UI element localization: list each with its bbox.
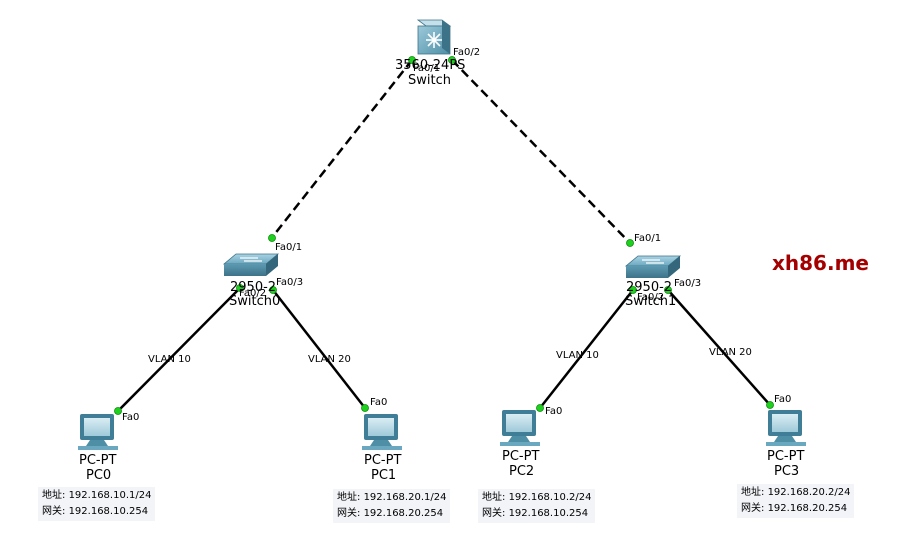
- pc3-ip-note: 地址: 192.168.20.2/24 网关: 192.168.20.254: [737, 484, 855, 518]
- gateway-address: 192.168.20.254: [767, 503, 848, 514]
- pc2-node[interactable]: PC-PT PC2: [500, 410, 540, 479]
- pc3-node[interactable]: PC-PT PC3: [766, 410, 806, 479]
- port-label: Fa0/2: [239, 288, 266, 299]
- link-sw0-pc0: [117, 287, 241, 412]
- device-model-label: 2950-2: [626, 280, 672, 295]
- device-name-label: PC2: [509, 464, 534, 479]
- pc1-node[interactable]: PC-PT PC1: [362, 414, 402, 483]
- link-status-indicator: [236, 284, 244, 292]
- link-status-indicator: [448, 56, 456, 64]
- device-name-label: PC3: [774, 464, 799, 479]
- switch-icon: [222, 253, 280, 276]
- core-switch-node[interactable]: 3560-24PS Switch: [395, 19, 465, 88]
- switch-icon: [624, 255, 682, 278]
- address-label: 地址:: [42, 490, 66, 501]
- gateway-label: 网关:: [337, 508, 361, 519]
- link-status-indicator: [629, 286, 637, 294]
- switch0-node[interactable]: 2950-2 Switch0: [222, 253, 280, 309]
- port-label: Fa0: [122, 412, 139, 423]
- gateway-label: 网关:: [42, 506, 66, 517]
- pc0-ip-note: 地址: 192.168.10.1/24 网关: 192.168.10.254: [38, 487, 156, 521]
- device-name-label: Switch1: [625, 294, 676, 309]
- device-type-label: PC-PT: [364, 453, 401, 468]
- link-status-indicator: [664, 286, 672, 294]
- trunk-link-core-sw1: [451, 59, 631, 244]
- ip-address: 192.168.10.1/24: [68, 490, 152, 501]
- device-name-label: Switch: [408, 73, 451, 88]
- port-label: Fa0/3: [674, 278, 701, 289]
- address-label: 地址:: [741, 487, 765, 498]
- address-label: 地址:: [482, 492, 506, 503]
- link-status-indicator: [626, 239, 634, 247]
- port-label: Fa0/2: [453, 47, 480, 58]
- gateway-label: 网关:: [741, 503, 765, 514]
- pc-icon: [78, 414, 118, 450]
- address-label: 地址:: [337, 492, 361, 503]
- ip-address: 192.168.20.1/24: [363, 492, 447, 503]
- device-model-label: 3560-24PS: [395, 58, 465, 73]
- port-label: Fa0/1: [275, 242, 302, 253]
- switch1-node[interactable]: 2950-2 Switch1: [624, 255, 682, 309]
- pc2-ip-note: 地址: 192.168.10.2/24 网关: 192.168.10.254: [478, 489, 596, 523]
- port-label: Fa0: [370, 397, 387, 408]
- vlan-label: VLAN 10: [148, 354, 191, 365]
- link-status-indicator: [114, 407, 122, 415]
- port-label: Fa0/1: [413, 63, 440, 74]
- trunk-link-core-sw0: [269, 59, 413, 241]
- pc-icon: [500, 410, 540, 446]
- port-label: Fa0/2: [637, 292, 664, 303]
- link-status-indicator: [536, 404, 544, 412]
- device-model-label: 2950-2: [230, 280, 276, 295]
- link-sw0-pc1: [272, 289, 366, 409]
- ip-address: 192.168.10.2/24: [508, 492, 592, 503]
- gateway-label: 网关:: [482, 508, 506, 519]
- device-type-label: PC-PT: [502, 449, 539, 464]
- ip-address: 192.168.20.2/24: [767, 487, 851, 498]
- link-status-indicator: [269, 286, 277, 294]
- device-type-label: PC-PT: [767, 449, 804, 464]
- vlan-label: VLAN 10: [556, 350, 599, 361]
- link-status-indicator: [361, 404, 369, 412]
- port-label: Fa0/3: [276, 277, 303, 288]
- pc-icon: [766, 410, 806, 446]
- link-status-indicator: [408, 56, 416, 64]
- vlan-label: VLAN 20: [308, 354, 351, 365]
- port-label: Fa0: [545, 406, 562, 417]
- link-sw1-pc2: [539, 289, 634, 409]
- watermark-text: xh86.me: [772, 251, 869, 275]
- device-name-label: PC0: [86, 468, 111, 483]
- device-name-label: Switch0: [229, 294, 280, 309]
- pc1-ip-note: 地址: 192.168.20.1/24 网关: 192.168.20.254: [333, 489, 451, 523]
- port-label: Fa0: [774, 394, 791, 405]
- port-label: Fa0/1: [634, 233, 661, 244]
- pc0-node[interactable]: PC-PT PC0: [78, 414, 118, 483]
- gateway-address: 192.168.20.254: [363, 508, 444, 519]
- device-type-label: PC-PT: [79, 453, 116, 468]
- gateway-address: 192.168.10.254: [508, 508, 589, 519]
- vlan-label: VLAN 20: [709, 347, 752, 358]
- pc-icon: [362, 414, 402, 450]
- link-status-indicator: [766, 401, 774, 409]
- link-sw1-pc3: [667, 289, 771, 406]
- device-name-label: PC1: [371, 468, 396, 483]
- multilayer-switch-icon: [416, 19, 452, 55]
- link-status-indicator: [268, 234, 276, 242]
- gateway-address: 192.168.10.254: [68, 506, 149, 517]
